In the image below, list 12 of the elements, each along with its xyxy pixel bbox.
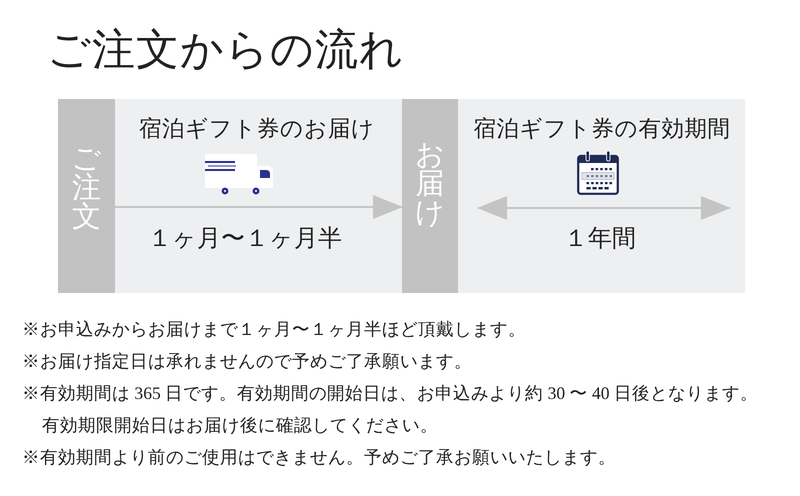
note: ※お届け指定日は承れませんので予めご了承願います。 [22, 350, 473, 373]
panel-heading: 宿泊ギフト券のお届け [139, 115, 375, 142]
note: ※お申込みからお届けまで１ヶ月〜１ヶ月半ほど頂戴します。 [22, 318, 527, 341]
title: ご注文からの流れ [47, 26, 404, 76]
panel-heading: 宿泊ギフト券の有効期間 [474, 115, 730, 142]
note: ※有効期間より前のご使用はできません。予めご了承お願いいたします。 [22, 446, 617, 469]
arrow [115, 195, 403, 219]
step-band: お届け [402, 99, 458, 293]
step-band: ご注文 [58, 99, 115, 293]
duration-text: １年間 [564, 225, 636, 254]
edge-label: １ヶ月〜１ヶ月半 [148, 225, 342, 254]
note: ※有効期間は 365 日です。有効期間の開始日は、お申込みより約 30 〜 40 日後となります。有効期限開始日はお届け後に確認してください。 [22, 382, 758, 437]
